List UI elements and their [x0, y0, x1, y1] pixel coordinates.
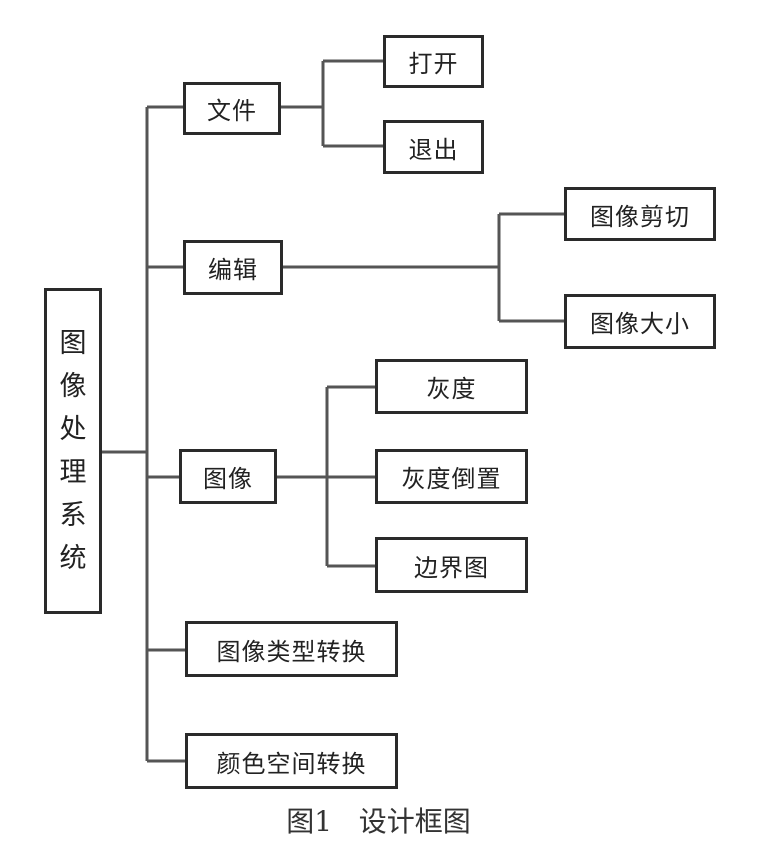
root-node-image-processing-system: 图 像 处 理 系 统 [44, 288, 102, 614]
node-label: 编辑 [208, 256, 258, 284]
node-label: 打开 [408, 50, 459, 78]
node-exit: 退出 [383, 120, 484, 174]
node-image-crop: 图像剪切 [564, 187, 716, 241]
root-char: 系 [59, 500, 87, 531]
root-char: 处 [59, 414, 87, 445]
root-char: 图 [59, 328, 87, 359]
node-label: 文件 [207, 97, 257, 125]
node-label: 退出 [408, 135, 459, 164]
node-label: 颜色空间转换 [216, 749, 367, 778]
node-label: 图像类型转换 [216, 637, 367, 666]
node-label: 灰度 [426, 375, 477, 403]
node-image-type-convert: 图像类型转换 [185, 621, 398, 677]
root-char: 统 [59, 543, 87, 574]
node-gray: 灰度 [375, 359, 528, 414]
root-char: 理 [59, 457, 87, 488]
figure-caption: 图1 设计框图 [286, 805, 471, 838]
node-label: 边界图 [414, 553, 489, 582]
node-color-space-convert: 颜色空间转换 [185, 733, 398, 789]
node-label: 图像大小 [590, 310, 690, 338]
node-label: 图像 [203, 465, 253, 493]
node-file: 文件 [183, 82, 281, 135]
node-image-size: 图像大小 [564, 294, 716, 349]
node-label: 图像剪切 [590, 202, 690, 231]
root-char: 像 [59, 371, 87, 402]
node-image: 图像 [179, 449, 277, 504]
node-open: 打开 [383, 35, 484, 88]
node-gray-invert: 灰度倒置 [375, 449, 528, 504]
node-edit: 编辑 [183, 240, 283, 295]
node-label: 灰度倒置 [401, 465, 502, 493]
node-edge-map: 边界图 [375, 537, 528, 593]
